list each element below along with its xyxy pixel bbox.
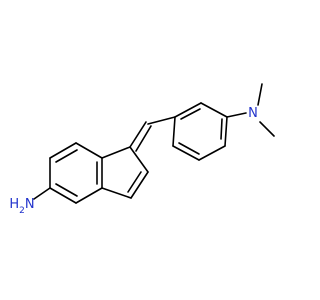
amine-group: H2N bbox=[9, 187, 51, 216]
bond bbox=[172, 145, 200, 161]
chemical-structure-diagram: N H2N bbox=[9, 83, 275, 216]
bond bbox=[259, 121, 275, 137]
bond bbox=[101, 146, 131, 159]
double-bond bbox=[129, 121, 147, 148]
double-bond-inner bbox=[178, 142, 200, 155]
bond bbox=[129, 146, 149, 173]
bond bbox=[130, 171, 149, 199]
double-bond bbox=[135, 125, 152, 152]
double-bond-inner bbox=[127, 171, 142, 193]
bond bbox=[101, 187, 132, 199]
indene-benzene-ring bbox=[49, 142, 103, 204]
double-bond-inner bbox=[55, 183, 78, 197]
bond bbox=[198, 145, 226, 161]
double-bond-inner bbox=[220, 118, 223, 140]
bond bbox=[172, 116, 176, 147]
indene-five-membered-ring bbox=[101, 146, 149, 199]
bond bbox=[33, 187, 51, 200]
phenyl-ring bbox=[172, 102, 228, 161]
bond bbox=[49, 142, 77, 159]
bond bbox=[75, 142, 103, 159]
bond bbox=[226, 112, 247, 118]
dimethylamino-group: N bbox=[226, 83, 275, 137]
methylidene-bridge bbox=[129, 116, 176, 152]
double-bond-inner bbox=[180, 108, 201, 120]
bond bbox=[147, 116, 176, 125]
bond bbox=[257, 83, 263, 106]
dimethylamine-n-label: N bbox=[248, 106, 258, 121]
bond bbox=[174, 102, 202, 118]
double-bond-inner bbox=[55, 149, 78, 163]
amine-label: H2N bbox=[9, 197, 34, 216]
bond bbox=[200, 102, 228, 118]
bond bbox=[49, 187, 77, 204]
bond bbox=[224, 116, 228, 147]
bond bbox=[75, 187, 103, 204]
